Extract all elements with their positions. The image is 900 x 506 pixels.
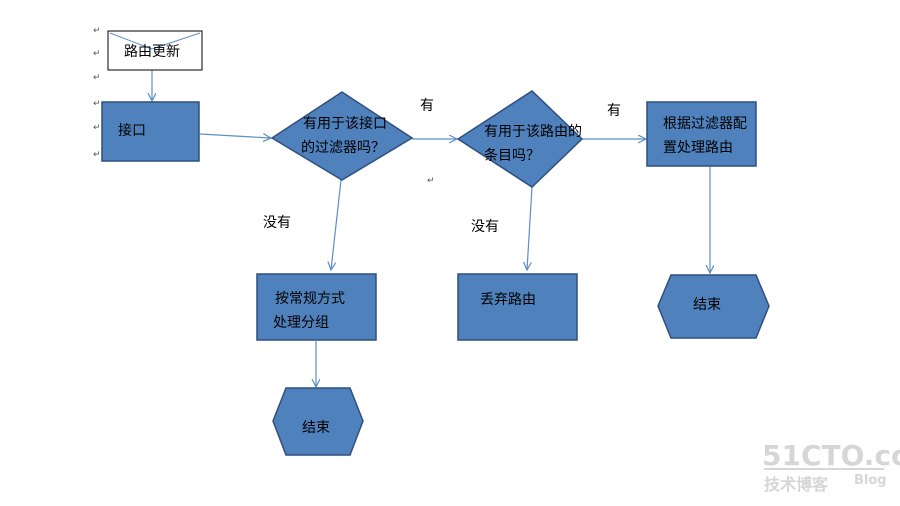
paragraph-mark: ↵ <box>93 26 101 36</box>
route-no-label: 没有 <box>471 219 499 235</box>
watermark-subtitle: 技术博客 <box>764 475 829 494</box>
end-right-node: 结束 <box>657 274 770 339</box>
edge-interface-to-filter <box>199 133 271 138</box>
watermark-site: 51CTO.com <box>762 439 900 472</box>
filter-no-label: 没有 <box>263 215 291 231</box>
interface-node-label: 接口 <box>118 122 146 139</box>
end-right-label: 结束 <box>693 297 721 313</box>
edge-route-no <box>527 186 533 270</box>
watermark: 51CTO.com 技术博客 Blog <box>762 439 900 494</box>
edge-labels: 有 有 没有 没有 <box>263 98 621 235</box>
discard-node: 丢弃路由 <box>457 273 578 341</box>
filter-decision-label-line2: 的过滤器吗？ <box>301 140 385 156</box>
paragraph-mark: ↵ <box>93 150 101 160</box>
route-yes-label: 有 <box>607 103 621 119</box>
paragraph-mark: ↵ <box>93 123 101 133</box>
paragraph-mark: ↵ <box>93 99 101 109</box>
filter-decision-node: 有用于该接口 的过滤器吗？ <box>270 91 414 181</box>
normal-process-label-line2: 处理分组 <box>273 315 329 331</box>
route-decision-label-line1: 有用于该路由的 <box>484 124 582 140</box>
paragraph-mark: ↵ <box>427 176 435 186</box>
filter-decision-label-line1: 有用于该接口 <box>303 115 387 132</box>
normal-process-label-line1: 按常规方式 <box>275 291 345 307</box>
route-decision-label-line2: 条目吗？ <box>484 147 540 164</box>
watermark-blog: Blog <box>854 473 887 488</box>
paragraph-marks: ↵ ↵ ↵ ↵ ↵ ↵ ↵ <box>93 26 435 186</box>
edges <box>152 70 710 387</box>
route-decision-node: 有用于该路由的 条目吗？ <box>456 90 584 188</box>
start-node: 路由更新 <box>107 30 203 71</box>
discard-node-label: 丢弃路由 <box>480 292 536 308</box>
start-node-label: 路由更新 <box>124 44 180 60</box>
filter-yes-label: 有 <box>420 98 434 114</box>
process-by-filter-label-line1: 根据过滤器配 <box>663 116 747 132</box>
edge-filter-no <box>331 179 342 270</box>
process-by-filter-node: 根据过滤器配 置处理路由 <box>646 101 757 167</box>
end-left-label: 结束 <box>302 420 330 436</box>
interface-node: 接口 <box>101 101 200 162</box>
process-by-filter-label-line2: 置处理路由 <box>663 140 733 156</box>
normal-process-node: 按常规方式 处理分组 <box>256 273 377 341</box>
paragraph-mark: ↵ <box>93 73 101 83</box>
end-left-node: 结束 <box>272 387 364 456</box>
paragraph-mark: ↵ <box>93 49 101 59</box>
